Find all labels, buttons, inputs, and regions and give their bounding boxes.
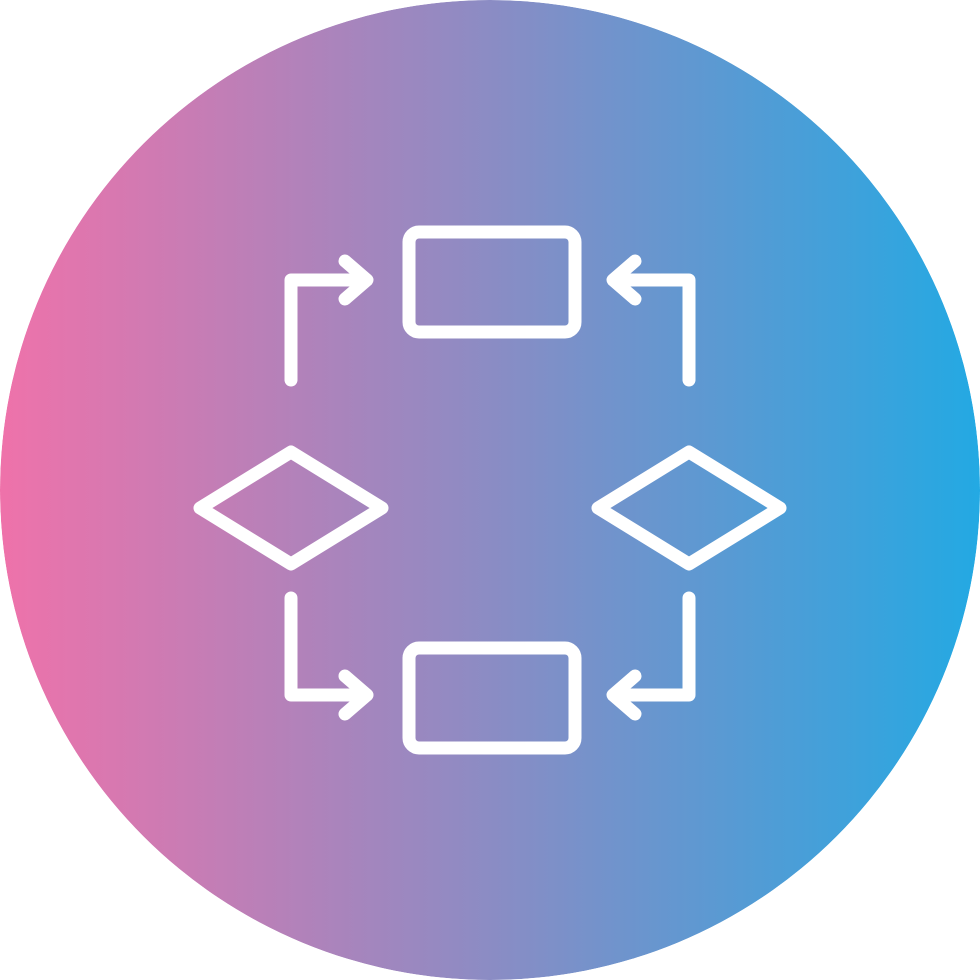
right-decision-diamond-icon: [591, 445, 787, 571]
arrow-bottom-right-icon: [606, 591, 696, 721]
bottom-process-box-icon: [402, 641, 582, 755]
arrow-bottom-left-icon: [284, 591, 374, 721]
arrow-top-left-icon: [284, 254, 374, 387]
arrow-top-right-icon: [606, 254, 696, 387]
top-process-box-icon: [402, 225, 582, 339]
left-decision-diamond-icon: [193, 445, 389, 571]
